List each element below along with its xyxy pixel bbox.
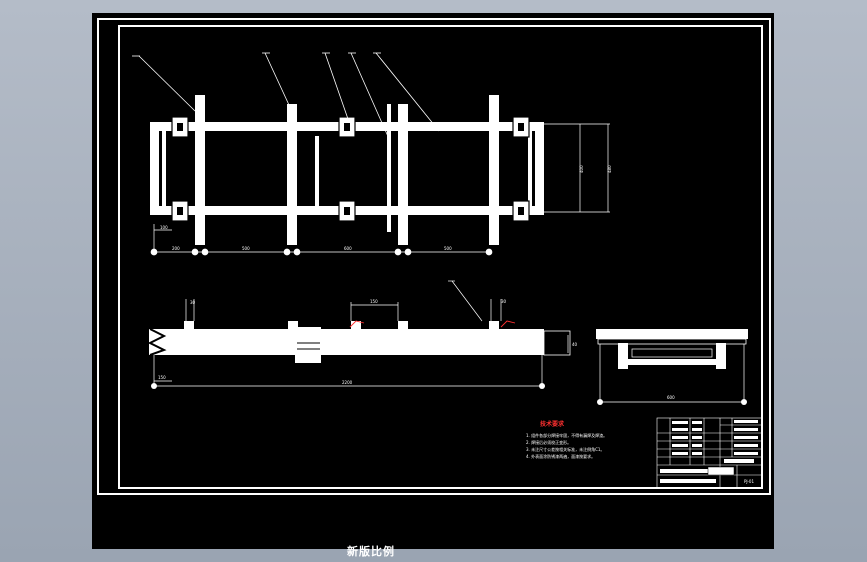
crossbar-2 xyxy=(287,104,297,245)
front-dimensions xyxy=(153,280,569,388)
break-mark xyxy=(147,328,167,356)
dim-height-b: 480 xyxy=(607,165,612,173)
center-brace xyxy=(315,136,319,209)
crossbar-3 xyxy=(387,104,391,232)
dim-4: 500 xyxy=(444,246,452,251)
dim-front-offset: 150 xyxy=(158,375,166,380)
dim-2: 500 xyxy=(242,246,250,251)
tech-req-line-2: 2. 焊接后必须校正变形。 xyxy=(526,439,571,445)
leader-lines-top xyxy=(132,52,440,142)
inner-frame xyxy=(118,25,763,489)
crossbar-5 xyxy=(489,95,499,245)
dim-1: 200 xyxy=(172,246,180,251)
dim-side-width: 600 xyxy=(667,395,675,400)
front-view xyxy=(147,321,571,363)
side-view: 600 xyxy=(596,329,748,405)
tech-req-line-1: 1. 组件各部分焊接牢固，不得有漏焊及焊渣。 xyxy=(526,432,607,438)
tech-req-line-4: 4. 外表面涂防锈漆两遍，面漆按要求。 xyxy=(526,453,595,459)
main-beam xyxy=(149,329,544,355)
side-top xyxy=(596,329,748,339)
crossbar-4 xyxy=(398,104,408,245)
technical-requirements: 技术要求 1. 组件各部分焊接牢固，不得有漏焊及焊渣。 2. 焊接后必须校正变形… xyxy=(526,420,607,459)
end-plate xyxy=(543,330,571,356)
top-view xyxy=(150,95,544,245)
crossbar-1 xyxy=(195,95,205,245)
drawing-canvas: 400 480 100 200 500 600 500 xyxy=(97,18,771,495)
center-clamp xyxy=(295,327,321,363)
left-inner xyxy=(162,131,166,206)
outer-frame xyxy=(97,18,771,495)
title-block-fills xyxy=(660,420,758,483)
dim-height-a: 400 xyxy=(579,165,584,173)
dim-front-total: 2200 xyxy=(342,380,353,385)
dim-3: 600 xyxy=(344,246,352,251)
right-inner xyxy=(528,131,532,206)
dim-front-2: 150 xyxy=(370,299,378,304)
weld-symbols xyxy=(349,320,516,328)
dim-front-1: 30 xyxy=(190,300,196,305)
dim-front-3: 30 xyxy=(501,299,507,304)
drawing-number: PJ-01 xyxy=(744,479,754,484)
tech-req-title: 技术要求 xyxy=(540,420,565,428)
dim-front-height: 40 xyxy=(572,342,578,347)
cad-viewport[interactable]: 400 480 100 200 500 600 500 xyxy=(92,13,774,558)
layout-tab-label[interactable]: 新版比例 xyxy=(347,545,395,558)
dim-offset: 100 xyxy=(160,225,168,230)
height-dimension xyxy=(544,123,610,213)
left-end xyxy=(150,122,159,215)
tech-req-line-3: 3. 未注尺寸公差按相关标准，未注倒角C1。 xyxy=(526,446,604,452)
right-end xyxy=(535,122,544,215)
width-dimensions xyxy=(150,224,493,256)
